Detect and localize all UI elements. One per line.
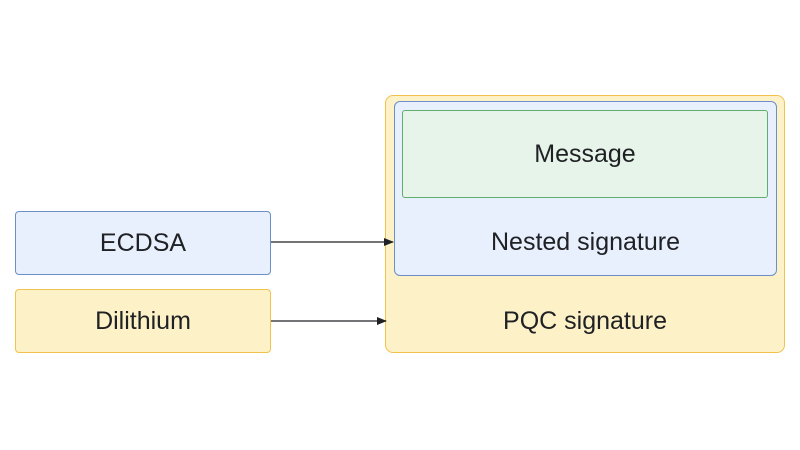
message-label: Message bbox=[534, 140, 636, 168]
dilithium-box bbox=[15, 289, 271, 353]
ecdsa-box bbox=[15, 211, 271, 275]
message-box bbox=[402, 110, 768, 198]
dilithium-label: Dilithium bbox=[95, 307, 191, 335]
ecdsa-label: ECDSA bbox=[99, 229, 187, 257]
nested-signature-label: Nested signature bbox=[490, 228, 680, 256]
pqc-signature-label: PQC signature bbox=[503, 307, 667, 335]
